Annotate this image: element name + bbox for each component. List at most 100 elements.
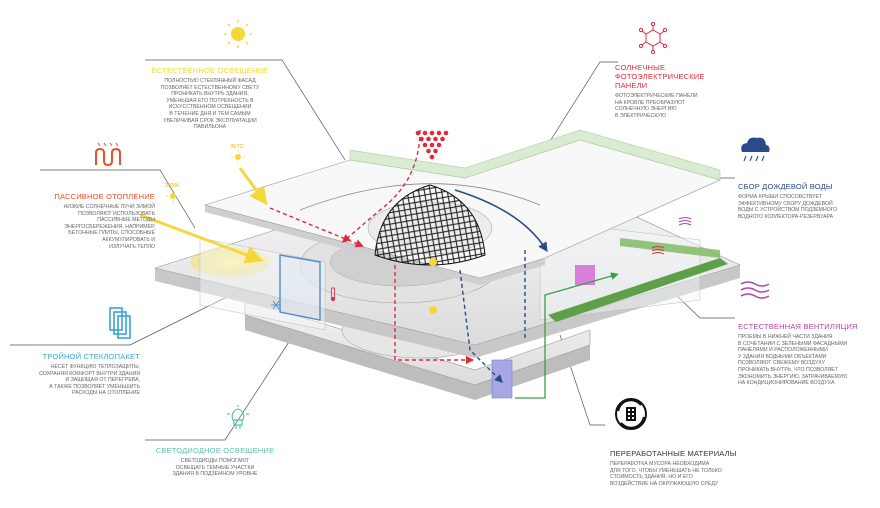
sun-small-summer-icon [231,150,245,164]
body-line: ПАВИЛЬОНА [193,124,227,131]
solar-panels-title: СОЛНЕЧНЫЕ ФОТОЭЛЕКТРИЧЕСКИЕ ПАНЕЛИ [615,63,725,90]
rainwater-title: СБОР ДОЖДЕВОЙ ВОДЫ [738,182,833,191]
body-line: СВЕТОДИОДЫ ПОМОГАЮТ [180,458,250,464]
body-line: ЗДАНИЯ В ПОДЗЕМНОМ УРОВНЕ [172,471,258,478]
solar-dot [440,136,445,142]
body-line: ЭНЕРГОСБЕРЕЖЕНИЯ, НАПРИМЕР, [64,223,155,230]
led-callout: СВЕТОДИОДНОЕ ОСВЕЩЕНИЕ СВЕТОДИОДЫ ПОМОГА… [150,446,280,478]
triple-glazing-title: ТРОЙНОЙ СТЕКЛОПАКЕТ [42,352,140,361]
wind-small-icon [678,217,692,226]
body-line: УВЕЛИЧИВАЯ СРОК ЭКСПЛУАТАЦИИ [163,117,257,124]
body-line: РАСХОДЫ НА ОТОПЛЕНИЕ [72,390,140,397]
triple-glazing-callout: ТРОЙНОЙ СТЕКЛОПАКЕТ НЕСЕТ ФУНКЦИЮ ТЕПЛОЗ… [10,352,140,397]
solar-dot [429,130,435,136]
body-line: ПОЛНОСТЬЮ СТЕКЛЯННЫЙ ФАСАД [164,78,256,84]
body-line: ДЛЯ ТОГО, ЧТОБЫ УМЕНЬШАТЬ НЕ ТОЛЬКО [610,467,722,474]
recycle-building-icon [615,398,647,430]
solar-dot [436,130,442,136]
flow-arrows [139,129,619,399]
body-line: ИСКУССТВЕННОМ ОСВЕЩЕНИИ [168,104,252,111]
body-line: ПРОЕМЫ В НИЖНЕЙ ЧАСТИ ЗДАНИЯ [738,334,833,340]
solar-dot [433,136,438,142]
body-line: И ЗАЩИЩАЯ ОТ ПЕРЕГРЕВА, [65,377,140,384]
passive-heating-body: НИЗКИЕ СОЛНЕЧНЫЕ ЛУЧИ ЗИМОЙ ПОЗВОЛЯЮТ ИС… [35,204,155,250]
body-line: ЭФФЕКТИВНОМУ СБОРУ ДОЖДЕВОЙ [738,200,833,207]
sun-small-winter-icon [166,189,180,203]
rainwater-body: ФОРМА КРЫШИ СПОСОБСТВУЕТ ЭФФЕКТИВНОМУ СБ… [738,194,876,220]
natural-light-callout: ЕСТЕСТВЕННОЕ ОСВЕЩЕНИЕ ПОЛНОСТЬЮ СТЕКЛЯН… [145,66,275,131]
recycled-title: ПЕРЕРАБОТАННЫЕ МАТЕРИАЛЫ [610,449,737,458]
thermometer-icon [331,287,335,301]
solar-dot [436,142,442,148]
body-line: В ЭЛЕКТРИЧЕСКУЮ [615,112,666,119]
solar-dot [433,148,438,154]
passive-heating-callout: ПАССИВНОЕ ОТОПЛЕНИЕ НИЗКИЕ СОЛНЕЧНЫЕ ЛУЧ… [35,192,155,250]
ventilation-body: ПРОЕМЫ В НИЖНЕЙ ЧАСТИ ЗДАНИЯ В СОЧЕТАНИИ… [738,334,876,387]
natural-light-body: ПОЛНОСТЬЮ СТЕКЛЯННЫЙ ФАСАД ПОЗВОЛЯЕТ ЕСТ… [145,78,275,131]
solar-dot [443,130,449,136]
solar-dot [426,136,431,142]
body-line: В ТЕЧЕНИЕ ДНЯ И ТЕМ САМЫМ [169,110,251,117]
body-line: УМЕНЬШАЯ ЕГО ПОТРЕБНОСТЬ В [166,97,254,104]
sun-winter-label: ЗИМА [165,183,180,189]
lattice-dome [374,184,486,314]
leader-lines [10,59,735,441]
solar-panels-callout: СОЛНЕЧНЫЕ ФОТОЭЛЕКТРИЧЕСКИЕ ПАНЕЛИ ФОТОЭ… [615,63,725,119]
led-body: СВЕТОДИОДЫ ПОМОГАЮТ ОСВЕЩАТЬ ТЕМНЫЕ УЧАС… [150,458,280,478]
snowflake-icon [271,300,281,310]
body-line: ФОРМА КРЫШИ СПОСОБСТВУЕТ [738,194,823,200]
body-line: ОСВЕЩАТЬ ТЕМНЫЕ УЧАСТКИ [175,464,255,471]
solar-dot [419,136,424,142]
rainwater-callout: СБОР ДОЖДЕВОЙ ВОДЫ ФОРМА КРЫШИ СПОСОБСТВ… [738,182,876,220]
body-line: ПЕРЕРАБОТКА МУСОРА НЕОБХОДИМА [610,461,710,467]
title-line: СОЛНЕЧНЫЕ [615,63,666,72]
heating-coil-icon [95,142,121,167]
body-line: А ТАКЖЕ ПОЗВОЛЯЕТ УМЕНЬШИТЬ [49,383,140,390]
body-line: СОХРАНЯЯ КОМФОРТ ВНУТРИ ЗДАНИЯ [39,370,140,377]
body-line: ПОЗВОЛЯЕТ ЕСТЕСТВЕННОМУ СВЕТУ [160,84,260,91]
wind-waves-icon [740,281,770,299]
ventilation-title: ЕСТЕСТВЕННАЯ ВЕНТИЛЯЦИЯ [738,322,858,331]
body-line: ВОДЫ С УСТРОЙСТВОМ ПОДЗЕМНОГО [738,207,838,214]
body-line: В СОЧЕТАНИИ С ЗЕЛЕНЫМИ ФАСАДНЫМИ [738,340,848,347]
hexagon-molecule-icon [638,21,668,55]
sun-summer-label: ЛЕТО [230,144,244,150]
body-line: У ЗДАНИЯ ВОДНЫМИ ОБЪЕКТАМИ [738,353,827,360]
body-line: НЕСЕТ ФУНКЦИЮ ТЕПЛОЗАЩИТЫ, [50,364,140,370]
green-wall [548,238,728,322]
passive-heating-title: ПАССИВНОЕ ОТОПЛЕНИЕ [54,192,155,201]
body-line: ФОТОЭЛЕКТРИЧЕСКИЕ ПАНЕЛИ [615,93,698,99]
solar-dot [426,148,431,154]
solar-panel-dots [415,130,449,160]
body-line: ПАНЕЛЯМИ И РАСПОЛОЖЕННЫМИ [738,347,828,354]
solar-dot [429,154,435,160]
body-line: ПОЗВОЛЯЮТ СВЕЖЕМУ ВОЗДУХУ [738,360,825,367]
body-line: БЕТОННЫЕ ПЛИТЫ, СПОСОБНЫЕ [68,230,155,237]
body-line: НИЗКИЕ СОЛНЕЧНЫЕ ЛУЧИ ЗИМОЙ [63,204,155,210]
solar-dot [415,130,421,136]
recycled-callout: ПЕРЕРАБОТАННЫЕ МАТЕРИАЛЫ ПЕРЕРАБОТКА МУС… [610,449,760,487]
recycled-body: ПЕРЕРАБОТКА МУСОРА НЕОБХОДИМА ДЛЯ ТОГО, … [610,461,760,487]
solar-dot [422,130,428,136]
body-line: ВОДНОГО КОЛЛЕКТОРА-РЕЗЕРВУАРА [738,213,834,220]
solar-dot [422,142,428,148]
wind-flow-icon [651,246,665,255]
body-line: ИЗЛУЧАТЬ ТЕПЛО [109,243,155,250]
sun-icon [224,20,252,48]
body-line: ПОЗВОЛЯЮТ ИСПОЛЬЗОВАТЬ [78,210,155,217]
body-line: НА КОНДИЦИОНИРОВАНИЕ ВОЗДУХА [738,380,835,387]
body-line: ПАССИВНЫЕ МЕТОДЫ [97,217,155,224]
led-title: СВЕТОДИОДНОЕ ОСВЕЩЕНИЕ [155,446,275,455]
body-line: ПРОНИКАТЬ ВНУТРЬ ЗДАНИЯ, [171,91,249,98]
body-line: СТОИМОСТЬ ЗДАНИЯ, НО И ЕГО [610,474,693,481]
body-line: ВОЗДЕЙСТВИЕ НА ОКРУЖАЮЩУЮ СРЕДУ [610,480,719,487]
led-bulb-icon [227,405,249,429]
ventilation-callout: ЕСТЕСТВЕННАЯ ВЕНТИЛЯЦИЯ ПРОЕМЫ В НИЖНЕЙ … [738,322,876,387]
glass-panes-icon [109,307,131,339]
solar-panels-body: ФОТОЭЛЕКТРИЧЕСКИЕ ПАНЕЛИ НА КРОВЛЕ ПРЕОБ… [615,93,725,119]
body-line: СОЛНЕЧНУЮ ЭНЕРГИЮ [615,106,677,113]
triple-glazing-body: НЕСЕТ ФУНКЦИЮ ТЕПЛОЗАЩИТЫ, СОХРАНЯЯ КОМФ… [10,364,140,397]
body-line: ЭКОНОМИТЬ ЭНЕРГИЮ, ЗАТРАЧИВАЕМУЮ [738,373,848,380]
body-line: ПРОНИКАТЬ ВНУТРЬ, ЧТО ПОЗВОЛЯЕТ [738,366,838,373]
